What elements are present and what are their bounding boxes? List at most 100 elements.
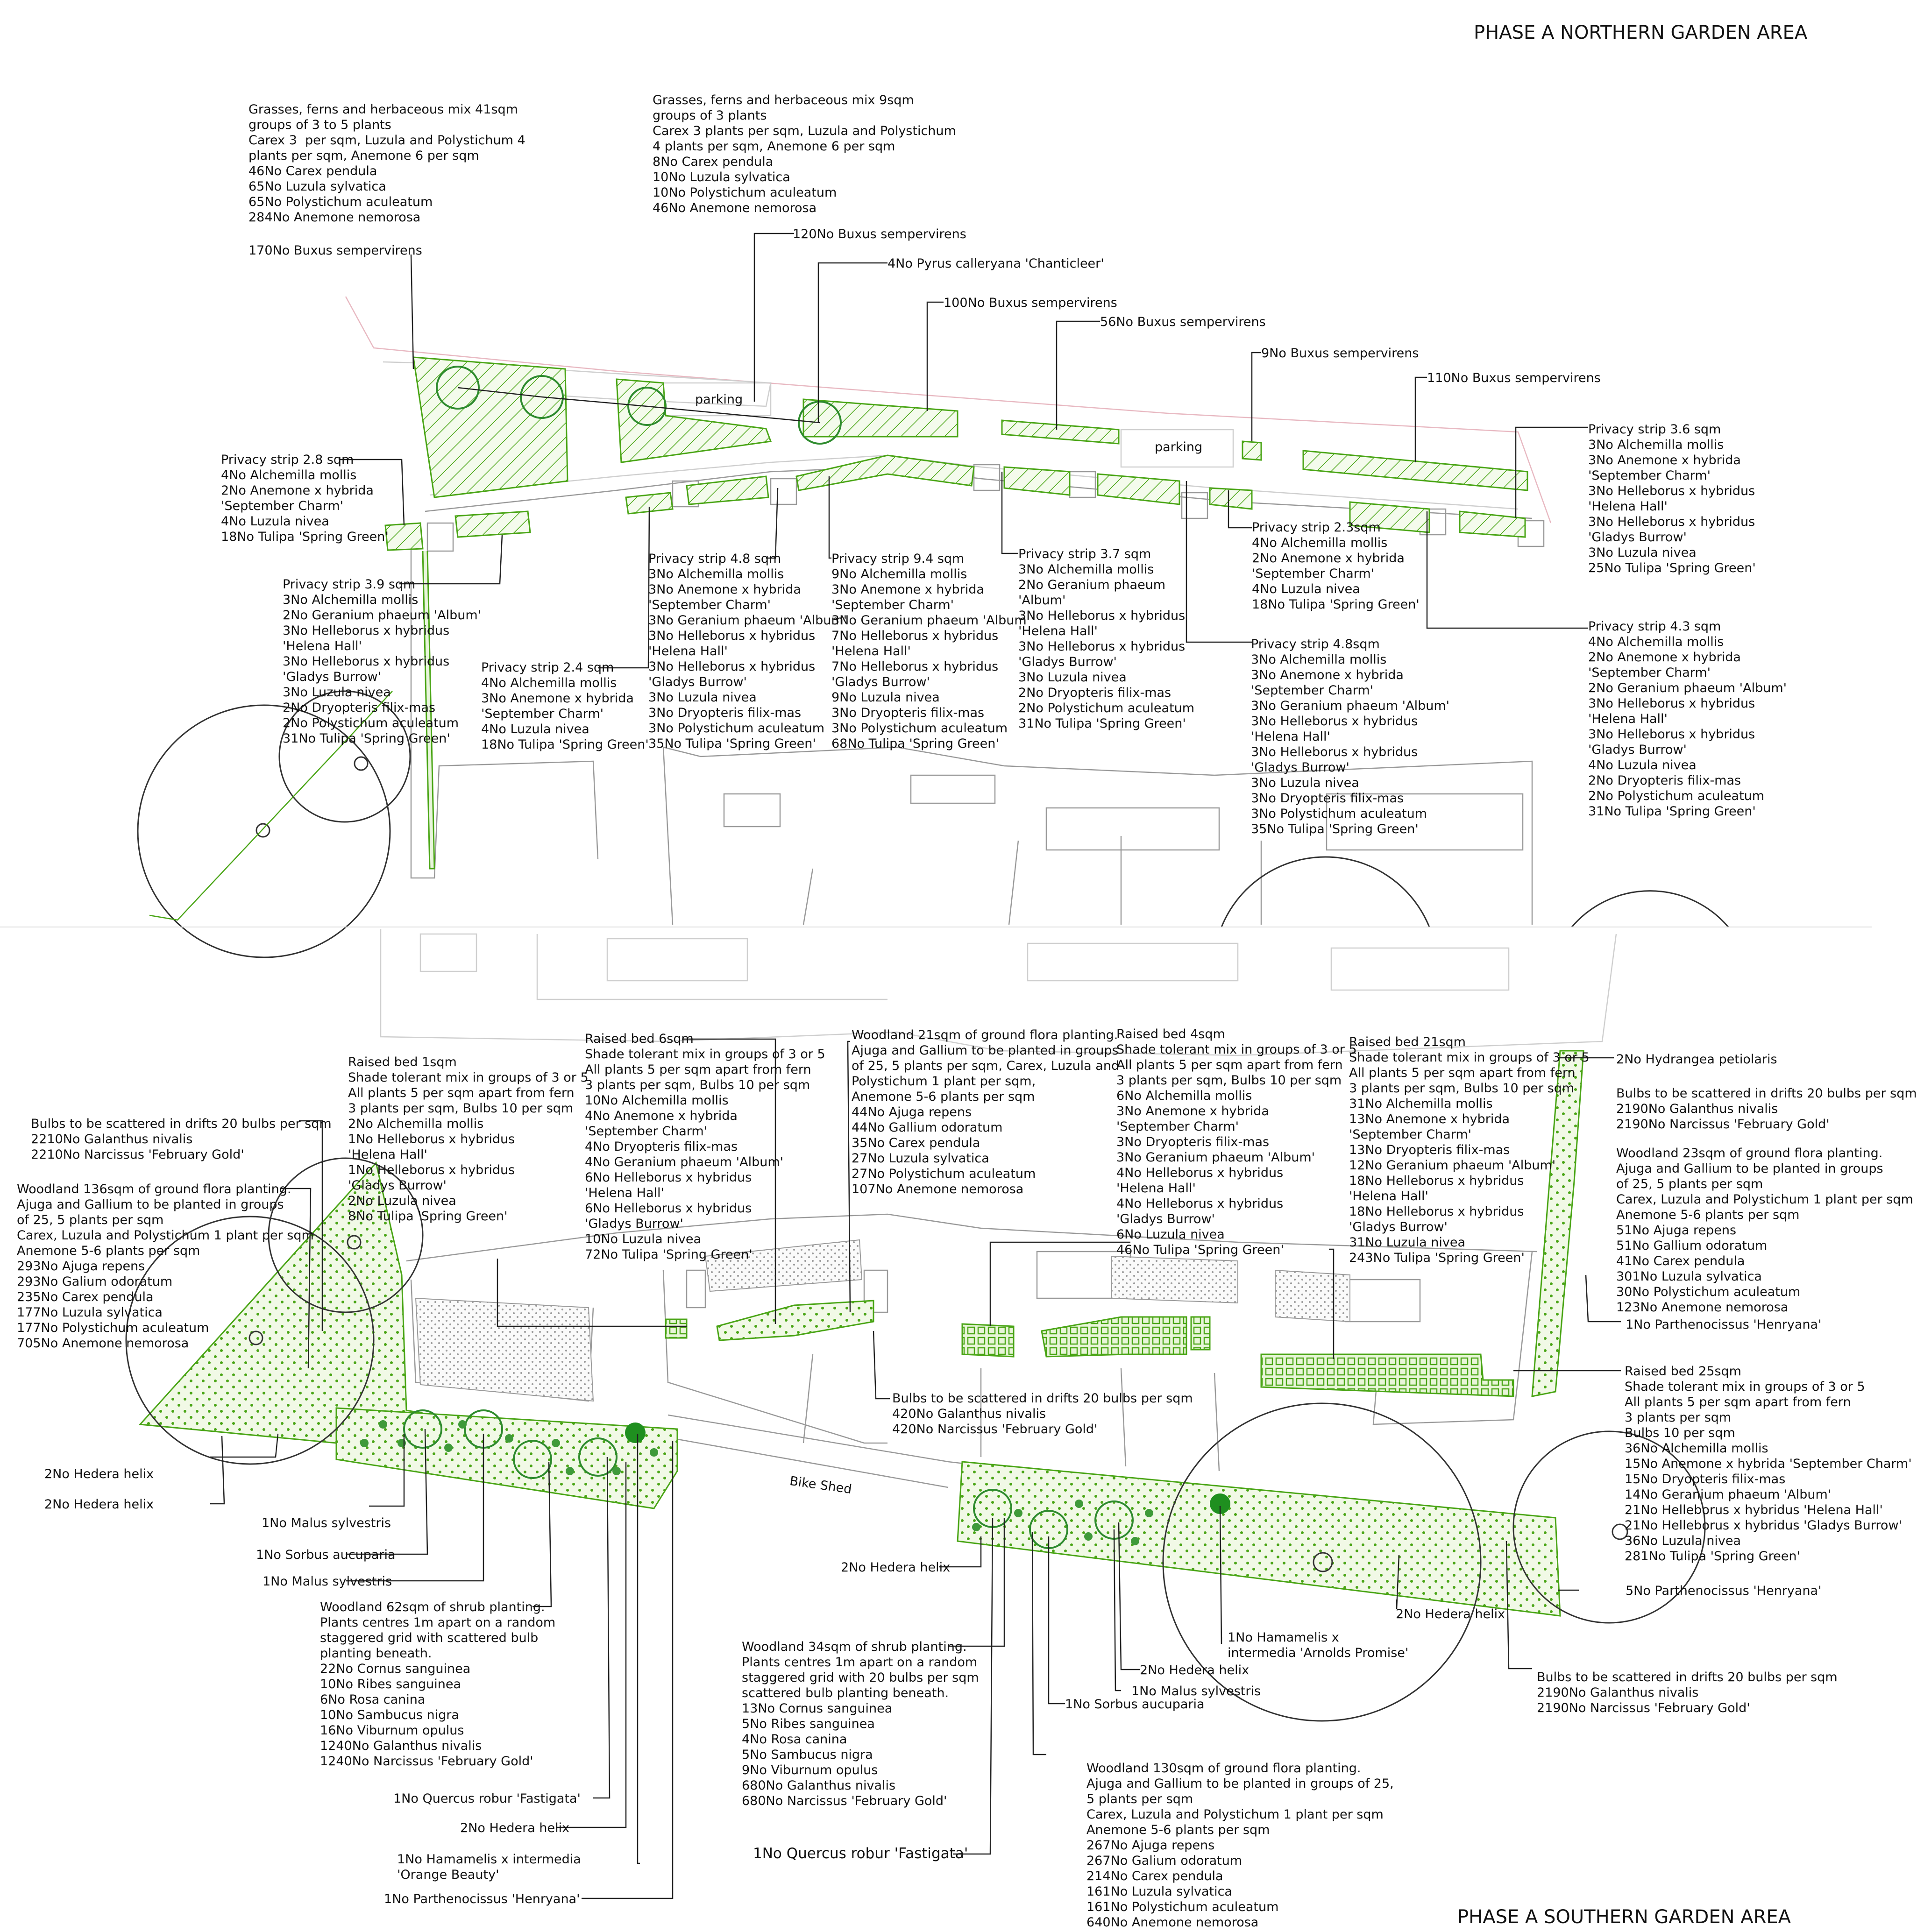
label-line: 680No Galanthus nivalis: [742, 1778, 896, 1793]
label-line: 44No Gallium odoratum: [852, 1120, 1003, 1135]
label-s-malus-2: 1No Malus sylvestris: [263, 1574, 392, 1589]
label-s-bulbs-2190a: Bulbs to be scattered in drifts 20 bulbs…: [1616, 1086, 1917, 1132]
label-line: 3No Geranium phaeum 'Album': [1116, 1150, 1315, 1165]
label-line: 41No Carex pendula: [1616, 1254, 1745, 1268]
label-line: 2210No Narcissus 'February Gold': [31, 1147, 244, 1162]
label-line: 22No Cornus sanguinea: [320, 1662, 471, 1676]
label-line: Raised bed 4sqm: [1116, 1027, 1225, 1041]
label-line: All plants 5 per sqm apart from fern: [1349, 1066, 1576, 1080]
label-line: 6No Helleborus x hybridus: [585, 1201, 752, 1216]
label-line: 21No Helleborus x hybridus 'Gladys Burro…: [1625, 1518, 1902, 1533]
label-line: 'September Charm': [1251, 683, 1374, 698]
label-line: Ajuga and Gallium to be planted in group…: [1616, 1161, 1883, 1176]
label-line: 16No Viburnum opulus: [320, 1723, 464, 1738]
label-line: 'Helena Hall': [1251, 729, 1330, 744]
existing-tree-canopy: [125, 1216, 375, 1465]
label-s-woodland-136: Woodland 136sqm of ground flora planting…: [17, 1182, 314, 1351]
label-s-sorbus-2: 1No Sorbus aucuparia: [1065, 1697, 1205, 1712]
label-s-hedera-1: 2No Hedera helix: [44, 1466, 154, 1482]
label-line: 'September Charm': [1116, 1119, 1239, 1134]
label-line: 51No Ajuga repens: [1616, 1223, 1737, 1238]
label-line: Carex 3 plants per sqm, Luzula and Polys…: [653, 124, 956, 138]
label-line: Carex, Luzula and Polystichum 1 plant pe…: [17, 1228, 314, 1243]
label-line: 4No Helleborus x hybridus: [1116, 1166, 1284, 1180]
label-line: 3No Helleborus x hybridus: [1588, 727, 1755, 742]
label-line: Anemone 5-6 plants per sqm: [1616, 1208, 1800, 1222]
label-line: Anemone 5-6 plants per sqm: [17, 1244, 200, 1258]
label-line: Privacy strip 3.9 sqm: [283, 577, 416, 592]
label-line: 161No Luzula sylvatica: [1086, 1884, 1232, 1899]
label-line: 420No Narcissus 'February Gold': [892, 1422, 1098, 1437]
label-line: 'Gladys Burrow': [1116, 1212, 1215, 1226]
label-line: Privacy strip 4.3 sqm: [1588, 619, 1721, 634]
gray-paving-area: [704, 1239, 863, 1292]
label-s-malus-1: 1No Malus sylvestris: [262, 1515, 391, 1531]
label-line: 3No Dryopteris filix-mas: [1251, 791, 1404, 806]
label-line: Ajuga and Gallium to be planted in group…: [852, 1043, 1119, 1058]
label-s-malus-3: 1No Malus sylvestris: [1131, 1684, 1261, 1699]
label-line: Raised bed 25sqm: [1625, 1364, 1741, 1379]
label-line: 2No Hedera helix: [1396, 1607, 1505, 1621]
label-s-bulbs-2190b: Bulbs to be scattered in drifts 20 bulbs…: [1537, 1670, 1838, 1716]
bed-woodland-21: [716, 1300, 874, 1341]
label-line: Bulbs to be scattered in drifts 20 bulbs…: [31, 1117, 332, 1131]
label-line: Privacy strip 2.3sqm: [1252, 520, 1381, 535]
label-line: 235No Carex pendula: [17, 1290, 154, 1304]
label-line: 15No Dryopteris filix-mas: [1625, 1472, 1786, 1486]
bed-raised-4b: [1190, 1316, 1211, 1351]
label-line: All plants 5 per sqm apart from fern: [585, 1062, 811, 1077]
label-line: 18No Helleborus x hybridus: [1349, 1204, 1524, 1219]
bed-privacy-2-8: [384, 522, 424, 551]
label-line: 'September Charm': [481, 707, 604, 721]
bed-privacy-4-3: [1349, 501, 1430, 533]
north-title: PHASE A NORTHERN GARDEN AREA: [1474, 22, 1808, 43]
label-line: 2No Dryopteris filix-mas: [1018, 686, 1172, 700]
label-line: Carex 3 per sqm, Luzula and Polystichum …: [248, 133, 525, 148]
label-line: Anemone 5-6 plants per sqm: [1086, 1823, 1270, 1837]
label-line: 1No Quercus robur 'Fastigata': [393, 1791, 581, 1806]
label-line: 'September Charm': [1349, 1127, 1472, 1142]
label-s-quercus-2: 1No Quercus robur 'Fastigata': [753, 1846, 968, 1861]
label-line: scattered bulb planting beneath.: [742, 1686, 949, 1700]
label-line: 4No Luzula nivea: [481, 722, 589, 736]
label-line: 'Helena Hall': [1349, 1189, 1428, 1203]
label-line: 3No Helleborus x hybridus: [1018, 639, 1186, 654]
label-line: 9No Buxus sempervirens: [1261, 346, 1419, 361]
label-line: Carex, Luzula and Polystichum 1 plant pe…: [1616, 1192, 1913, 1207]
gray-paving-area: [1111, 1255, 1238, 1304]
label-line: 2No Anemone x hybrida: [221, 483, 374, 498]
label-line: 4 plants per sqm, Anemone 6 per sqm: [653, 139, 895, 154]
label-line: 31No Tulipa 'Spring Green': [283, 731, 450, 746]
label-line: 'Helena Hall': [585, 1186, 664, 1200]
label-line: Plants centres 1m apart on a random: [320, 1615, 556, 1630]
label-line: 214No Carex pendula: [1086, 1869, 1223, 1883]
label-line: 3No Helleborus x hybridus: [1018, 609, 1186, 623]
label-line: 4No Luzula nivea: [221, 514, 329, 529]
label-line: Woodland 130sqm of ground flora planting…: [1086, 1761, 1361, 1776]
label-line: 3No Anemone x hybrida: [481, 691, 634, 706]
label-line: 10No Alchemilla mollis: [585, 1093, 729, 1108]
label-line: All plants 5 per sqm apart from fern: [1116, 1058, 1343, 1072]
label-line: of 25, 5 plants per sqm, Carex, Luzula a…: [852, 1059, 1120, 1073]
label-line: 46No Anemone nemorosa: [653, 201, 817, 215]
label-line: 65No Polystichum aculeatum: [248, 195, 433, 209]
label-line: 'Gladys Burrow': [1018, 655, 1117, 669]
label-line: 3No Anemone x hybrida: [831, 582, 984, 597]
label-line: 4No Helleborus x hybridus: [1116, 1196, 1284, 1211]
label-line: 15No Anemone x hybrida 'September Charm': [1625, 1457, 1912, 1471]
label-line: 3No Helleborus x hybridus: [648, 629, 816, 643]
label-line: Privacy strip 3.6 sqm: [1588, 422, 1721, 437]
label-s-quercus-1: 1No Quercus robur 'Fastigata': [393, 1791, 581, 1806]
north-plan: [137, 296, 1729, 958]
label-line: Raised bed 6sqm: [585, 1032, 694, 1046]
existing-tree-canopy: [268, 1157, 424, 1313]
label-line: 4No Geranium phaeum 'Album': [585, 1155, 784, 1169]
label-line: 10No Polystichum aculeatum: [653, 185, 837, 200]
label-line: Woodland 21sqm of ground flora planting.: [852, 1028, 1118, 1042]
label-s-parth-1: 1No Parthenocissus 'Henryana': [1626, 1317, 1822, 1332]
